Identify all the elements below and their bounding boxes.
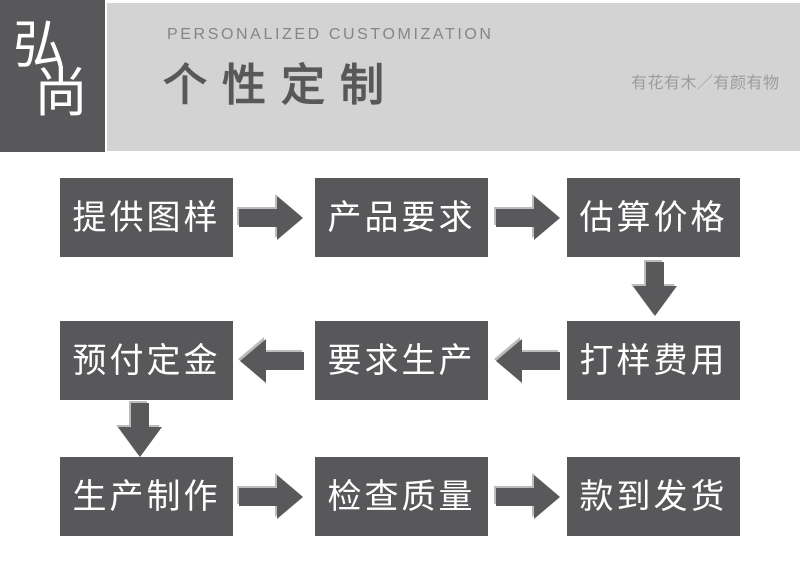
- brand-logo-char-bottom: 尚: [34, 63, 88, 123]
- arrow-right-icon: [496, 475, 560, 519]
- arrow-right-icon: [239, 196, 303, 240]
- header-band: PERSONALIZED CUSTOMIZATION 个性定制 有花有木／有颜有…: [107, 3, 800, 151]
- arrow-left-icon: [240, 339, 304, 383]
- step-box-quality-check: 检查质量: [315, 457, 488, 536]
- step-box-prepay-deposit: 预付定金: [60, 321, 233, 400]
- arrow-right-icon: [496, 196, 560, 240]
- brand-logo-char-top: 弘: [13, 17, 66, 75]
- step-box-provide-drawings: 提供图样: [60, 178, 233, 257]
- arrow-down-icon: [118, 403, 162, 457]
- page-title: 个性定制: [163, 61, 399, 110]
- step-box-estimate-price: 估算价格: [567, 178, 740, 257]
- header-eyebrow: PERSONALIZED CUSTOMIZATION: [167, 26, 494, 43]
- arrow-right-icon: [239, 475, 303, 519]
- header-tagline: 有花有木／有颜有物: [631, 75, 780, 92]
- step-box-request-production: 要求生产: [315, 321, 488, 400]
- step-box-product-requirements: 产品要求: [315, 178, 488, 257]
- arrow-left-icon: [496, 339, 560, 383]
- step-box-sample-fee: 打样费用: [567, 321, 740, 400]
- arrow-down-icon: [633, 262, 677, 316]
- step-box-production: 生产制作: [60, 457, 233, 536]
- step-box-ship-after-payment: 款到发货: [567, 457, 740, 536]
- brand-logo: 弘 尚: [0, 0, 105, 152]
